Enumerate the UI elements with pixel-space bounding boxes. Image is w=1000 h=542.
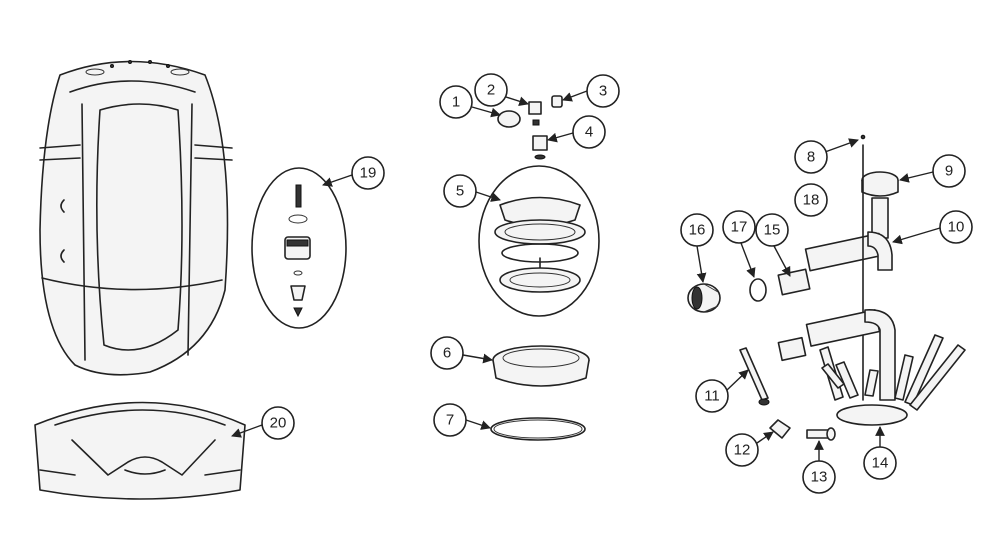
callout-17-label: 17 xyxy=(731,219,748,236)
callout-7-circle xyxy=(433,403,467,437)
callout-18-circle xyxy=(794,183,828,217)
bolt-13 xyxy=(806,427,836,441)
lateral-assembly xyxy=(777,134,966,426)
callout-2-circle xyxy=(474,73,508,107)
lid-assembly-parts xyxy=(497,95,563,160)
callout-8-circle xyxy=(794,140,828,174)
callout-14-circle xyxy=(863,446,897,480)
lateral-11 xyxy=(739,347,770,406)
filter-tank xyxy=(39,60,233,376)
tank-o-ring xyxy=(490,417,586,441)
valve-detail-bubble xyxy=(251,167,347,329)
callout-2-label: 2 xyxy=(487,82,495,99)
callout-13-label: 13 xyxy=(811,469,828,486)
callout-15-circle xyxy=(755,213,789,247)
callout-14-label: 14 xyxy=(872,455,889,472)
nut-16 xyxy=(687,283,721,313)
callout-4-label: 4 xyxy=(585,124,593,141)
callout-9-circle xyxy=(932,154,966,188)
callout-6-label: 6 xyxy=(443,345,451,362)
callout-15-label: 15 xyxy=(764,222,781,239)
callout-16-label: 16 xyxy=(689,222,706,239)
callout-11-label: 11 xyxy=(704,388,720,405)
callout-18-label: 18 xyxy=(803,192,820,209)
callout-3-label: 3 xyxy=(599,83,607,100)
callout-7-label: 7 xyxy=(446,412,454,429)
callout-9-label: 9 xyxy=(945,163,953,180)
callout-20-label: 20 xyxy=(270,415,287,432)
callout-6-circle xyxy=(430,336,464,370)
callout-20-circle xyxy=(261,406,295,440)
callout-10-circle xyxy=(939,210,973,244)
callout-17-circle xyxy=(722,210,756,244)
callout-3-circle xyxy=(586,74,620,108)
callout-5-circle xyxy=(443,174,477,208)
lid-detail-bubble xyxy=(478,165,600,317)
callout-8-label: 8 xyxy=(807,149,815,166)
closure-ring xyxy=(492,345,590,387)
filter-base xyxy=(34,401,246,500)
callout-10-label: 10 xyxy=(948,219,965,236)
callout-12-circle xyxy=(725,433,759,467)
callout-1-circle xyxy=(439,85,473,119)
callout-5-label: 5 xyxy=(456,183,464,200)
callout-19-circle xyxy=(351,156,385,190)
callout-19-label: 19 xyxy=(360,165,377,182)
callout-16-circle xyxy=(680,213,714,247)
callouts: 1 2 3 4 5 6 7 8 9 10 xyxy=(231,73,973,494)
callout-1-label: 1 xyxy=(452,94,460,111)
callout-11-circle xyxy=(695,379,729,413)
callout-13-circle xyxy=(802,460,836,494)
fitting-12 xyxy=(769,419,791,439)
callout-4-circle xyxy=(572,115,606,149)
callout-12-label: 12 xyxy=(734,442,751,459)
o-ring-17 xyxy=(749,278,767,302)
